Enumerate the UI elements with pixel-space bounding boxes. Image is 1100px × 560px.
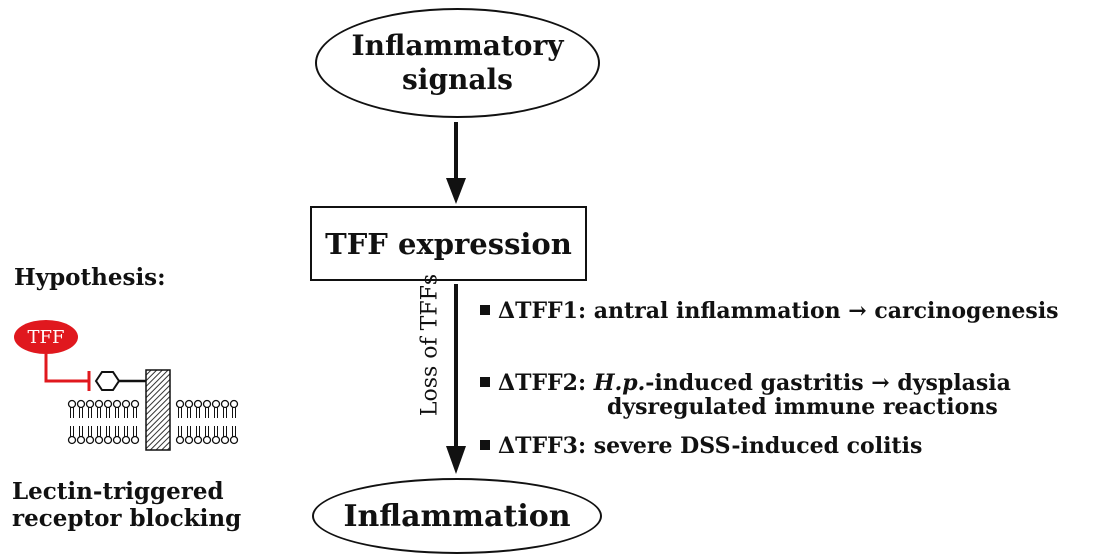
lipid-tail <box>124 407 128 418</box>
lipid-head <box>175 435 185 445</box>
receptor-bar <box>145 369 171 451</box>
lipid-tail <box>178 407 182 418</box>
lipid-head <box>85 435 95 445</box>
lipid-head <box>112 435 122 445</box>
lipid-tail <box>79 407 83 418</box>
arrow-signals-to-expression-head <box>446 178 466 204</box>
lipid-head <box>184 435 194 445</box>
lipid-tail <box>223 426 227 437</box>
lipid-head <box>112 399 122 409</box>
lipid-tail <box>133 407 137 418</box>
lipid-tail <box>232 426 236 437</box>
lipid-tail <box>88 426 92 437</box>
bullet-tff2-italic: H.p. <box>593 370 646 396</box>
lipid-head <box>76 435 86 445</box>
lipid-tail <box>106 426 110 437</box>
lipid-head <box>103 435 113 445</box>
lipid-head <box>67 399 77 409</box>
lipid-head <box>175 399 185 409</box>
membrane-lipids <box>67 399 239 445</box>
lipid-tail <box>70 426 74 437</box>
lipid-head <box>211 399 221 409</box>
edge-label-loss-of-tffs: Loss of TFFs <box>417 273 443 417</box>
bullet-square-icon <box>480 440 490 450</box>
lipid-head <box>130 399 140 409</box>
bullet-square-icon <box>480 377 490 387</box>
lipid-head <box>193 399 203 409</box>
bullet-tff1-head: ΔTFF1: <box>498 298 587 324</box>
bullet-tff3: ΔTFF3: severe DSS-induced colitis <box>480 433 922 460</box>
lipid-head <box>211 435 221 445</box>
bullet-tff2-head: ΔTFF2: <box>498 370 587 396</box>
lipid-tail <box>196 407 200 418</box>
lipid-head <box>229 435 239 445</box>
lipid-tail <box>214 407 218 418</box>
lipid-head <box>184 399 194 409</box>
bullet-tff2-text: -induced gastritis → dysplasia <box>645 370 1011 396</box>
lipid-tail <box>187 407 191 418</box>
lipid-head <box>220 399 230 409</box>
lipid-tail <box>79 426 83 437</box>
node-inflammation: Inflammation <box>312 478 602 554</box>
caption-line1: Lectin-triggered <box>12 478 224 505</box>
tff-pill: TFF <box>14 320 78 354</box>
lipid-head <box>193 435 203 445</box>
bullet-square-icon <box>480 305 490 315</box>
lipid-tail <box>178 426 182 437</box>
lipid-head <box>94 435 104 445</box>
lipid-head <box>85 399 95 409</box>
lipid-tail <box>205 426 209 437</box>
lipid-tail <box>97 407 101 418</box>
hypothesis-label: Hypothesis: <box>14 264 166 291</box>
lipid-tail <box>133 426 137 437</box>
lipid-tail <box>205 407 209 418</box>
node-bottom-label: Inflammation <box>343 498 571 534</box>
caption-line2: receptor blocking <box>12 505 242 532</box>
lipid-tail <box>187 426 191 437</box>
node-top-line1: Inflammatory <box>351 29 564 62</box>
lipid-tail <box>115 426 119 437</box>
lipid-head <box>130 435 140 445</box>
lipid-tail <box>106 407 110 418</box>
lipid-tail <box>88 407 92 418</box>
lipid-tail <box>232 407 236 418</box>
inhibition-line <box>44 354 88 383</box>
lipid-tail <box>196 426 200 437</box>
lipid-tail <box>124 426 128 437</box>
bullet-tff3-text: severe DSS-induced colitis <box>586 433 923 459</box>
lipid-head <box>229 399 239 409</box>
lipid-head <box>220 435 230 445</box>
lipid-head <box>121 399 131 409</box>
hypothesis-caption: Lectin-triggered receptor blocking <box>12 478 241 532</box>
lipid-head <box>76 399 86 409</box>
node-inflammatory-signals: Inflammatory signals <box>315 8 600 118</box>
lipid-head <box>121 435 131 445</box>
lectin-receptor-schematic <box>44 354 239 451</box>
lipid-head <box>67 435 77 445</box>
bullet-tff2-continuation: dysregulated immune reactions <box>607 394 998 420</box>
bullet-tff1-text: antral inflammation → carcinogenesis <box>586 298 1059 324</box>
node-mid-label: TFF expression <box>325 226 572 261</box>
lipid-head <box>202 399 212 409</box>
lipid-head <box>202 435 212 445</box>
lipid-head <box>94 399 104 409</box>
arrow-expression-to-inflammation-head <box>446 446 466 474</box>
lipid-tail <box>97 426 101 437</box>
lipid-tail <box>223 407 227 418</box>
lipid-tail <box>70 407 74 418</box>
lipid-tail <box>214 426 218 437</box>
bullet-tff2: ΔTFF2: H.p.-induced gastritis → dysplasi… <box>480 370 1011 397</box>
lipid-head <box>103 399 113 409</box>
hexagon-glycan <box>94 371 121 391</box>
lipid-tail <box>115 407 119 418</box>
bullet-tff3-head: ΔTFF3: <box>498 433 587 459</box>
node-tff-expression: TFF expression <box>310 206 587 281</box>
bullet-tff1: ΔTFF1: antral inflammation → carcinogene… <box>480 298 1059 325</box>
node-top-line2: signals <box>402 63 513 96</box>
